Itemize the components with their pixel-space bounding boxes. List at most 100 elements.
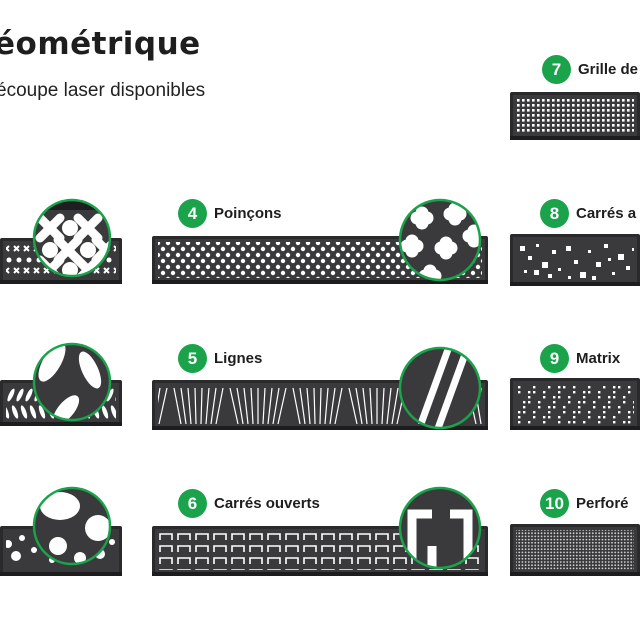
grate-hole <box>566 567 569 570</box>
grate-hole <box>622 104 625 107</box>
grate-hole <box>547 109 550 112</box>
grate-hole <box>540 530 543 531</box>
grate-hole <box>537 530 540 531</box>
grate-hole <box>598 532 601 535</box>
grate-hole <box>566 545 569 547</box>
grate-hole <box>602 99 605 102</box>
grate-hole <box>292 387 301 424</box>
grate-hole <box>607 567 610 570</box>
grate-hole <box>595 564 597 567</box>
grate-hole <box>531 567 533 570</box>
grate-hole <box>588 545 591 547</box>
grate-hole <box>572 530 575 531</box>
grate-hole <box>270 246 276 252</box>
grate-hole <box>553 538 556 541</box>
grate-hole <box>633 554 634 557</box>
grate-hole <box>522 104 525 107</box>
grate-hole <box>369 387 373 424</box>
grate-hole <box>518 554 521 557</box>
grate-hole <box>613 386 616 389</box>
grate-hole <box>617 532 620 535</box>
grate-hole <box>588 557 591 560</box>
grate-hole <box>558 416 561 419</box>
grate-hole <box>521 532 524 535</box>
grate-hole <box>553 564 556 567</box>
grate-hole <box>607 545 610 547</box>
grate-hole <box>391 387 399 424</box>
grate-hole <box>215 264 221 270</box>
grate-hole <box>630 564 633 567</box>
grate-hole <box>231 557 245 564</box>
grate-hole <box>385 252 391 258</box>
grate-hole <box>585 554 588 557</box>
grate-hole <box>630 541 633 544</box>
zoom-circle <box>400 488 480 568</box>
grate-hole <box>618 386 621 389</box>
grate-hole <box>563 532 565 535</box>
grate-hole <box>597 109 600 112</box>
grate-hole <box>633 406 634 409</box>
grate-hole <box>563 411 566 414</box>
grate-hole <box>542 119 545 122</box>
grate-hole <box>607 541 610 544</box>
grate-hole <box>326 276 330 278</box>
grate-hole <box>29 405 37 419</box>
grate-hole <box>598 567 601 570</box>
grate-hole <box>320 246 326 252</box>
grate-panel-carres-a <box>510 234 640 286</box>
grate-hole <box>213 533 227 540</box>
grate-hole <box>540 551 543 554</box>
grate-hole <box>516 557 517 560</box>
grate-hole <box>558 391 561 394</box>
grate-hole <box>568 401 571 404</box>
grate-hole <box>534 538 537 541</box>
grate-hole <box>623 396 626 399</box>
grate-hole <box>592 119 595 122</box>
grate-hole <box>556 535 559 538</box>
grate-hole <box>611 541 613 544</box>
grate-hole <box>601 532 604 535</box>
grate-hole <box>627 114 630 117</box>
grate-hole <box>591 538 594 541</box>
grate-hole <box>617 541 620 544</box>
grate-hole <box>185 242 191 246</box>
grate-hole <box>528 396 531 399</box>
grate-hole <box>607 114 610 117</box>
grate-hole <box>527 535 530 538</box>
grate-hole <box>518 532 521 535</box>
grate-hole <box>633 401 634 404</box>
grate-hole <box>557 119 560 122</box>
grate-hole <box>601 535 604 538</box>
grate-hole <box>527 124 530 127</box>
pattern-name: Poinçons <box>214 205 282 222</box>
grate-hole <box>628 391 631 394</box>
grate-hole <box>618 254 624 260</box>
grate-hole <box>518 567 521 570</box>
grate-hole <box>537 124 540 127</box>
grate-hole <box>598 564 601 567</box>
grate-hole <box>587 119 590 122</box>
grate-hole <box>230 270 236 276</box>
grate-hole <box>601 564 604 567</box>
grate-hole <box>612 272 615 275</box>
grate-hole <box>476 276 480 278</box>
grate-hole <box>588 532 591 535</box>
grate-hole <box>612 124 615 127</box>
grate-hole <box>543 421 546 424</box>
grate-hole <box>290 270 296 276</box>
grate-hole <box>623 564 626 567</box>
grate-hole <box>597 99 600 102</box>
grate-hole <box>591 551 594 554</box>
grate-hole <box>632 248 634 251</box>
zoom-content <box>40 492 110 564</box>
grate-panel-carres-ouverts <box>152 486 488 576</box>
grate-hole <box>543 557 546 560</box>
grate-hole <box>579 530 581 531</box>
grate-hole <box>527 119 530 122</box>
grate-hole <box>562 129 565 132</box>
grate-hole <box>607 554 610 557</box>
zoom-hole <box>400 239 414 253</box>
grate-hole <box>267 533 281 540</box>
grate-hole <box>585 532 588 535</box>
grate-hole <box>592 109 595 112</box>
